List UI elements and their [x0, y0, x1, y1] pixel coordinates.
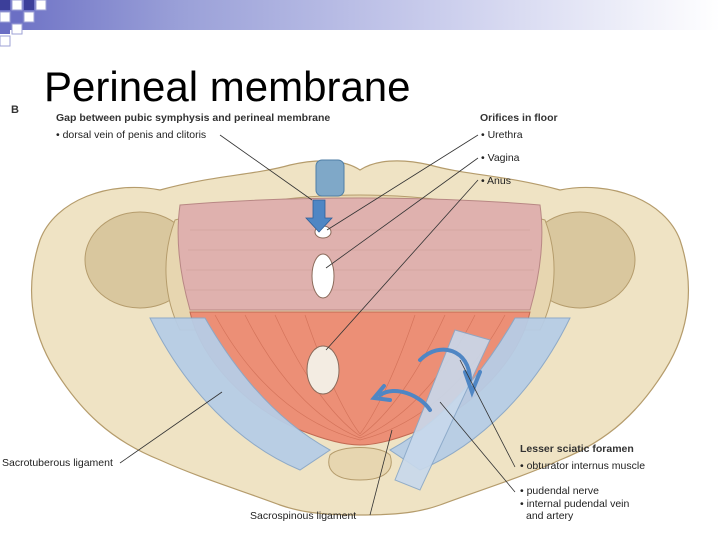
internal-pudendal-label: • internal pudendal vein: [520, 498, 630, 510]
obturator-internus-label: • obturator internus muscle: [520, 460, 646, 472]
sacrospinous-ligament-label: Sacrospinous ligament: [250, 510, 357, 522]
perineal-membrane: [177, 197, 543, 311]
decorative-squares: [0, 0, 47, 47]
internal-pudendal-artery-label: and artery: [526, 510, 574, 522]
left-sacrotuberous-ligament: [149, 317, 331, 471]
gap-heading-label: Gap between pubic symphysis and perineal…: [56, 112, 331, 124]
vagina-orifice: [311, 253, 335, 299]
pubic-symphysis: [315, 159, 345, 197]
vagina-label: • Vagina: [481, 152, 520, 164]
panel-letter: B: [11, 104, 19, 116]
anus-label: • Anus: [481, 175, 511, 187]
urethra-label: • Urethra: [481, 129, 523, 141]
slide-title: Perineal membrane: [44, 63, 411, 110]
pudendal-nerve-label: • pudendal nerve: [520, 485, 599, 497]
coccyx: [328, 447, 392, 481]
anus-orifice: [306, 345, 340, 395]
dorsal-vein-arrow: [305, 199, 333, 233]
pudendal-arrow: [370, 384, 432, 412]
lesser-sciatic-arrow: [418, 347, 482, 398]
pelvic-floor-illustration: [31, 134, 689, 516]
orifices-heading-label: Orifices in floor: [480, 112, 558, 124]
lesser-sciatic-foramen-heading: Lesser sciatic foramen: [520, 443, 634, 455]
title-gradient-band: [0, 0, 720, 30]
dorsal-vein-label: • dorsal vein of penis and clitoris: [56, 129, 207, 141]
sacrotuberous-ligament-label: Sacrotuberous ligament: [2, 457, 113, 469]
sacrospinous-ligament: [394, 329, 491, 491]
